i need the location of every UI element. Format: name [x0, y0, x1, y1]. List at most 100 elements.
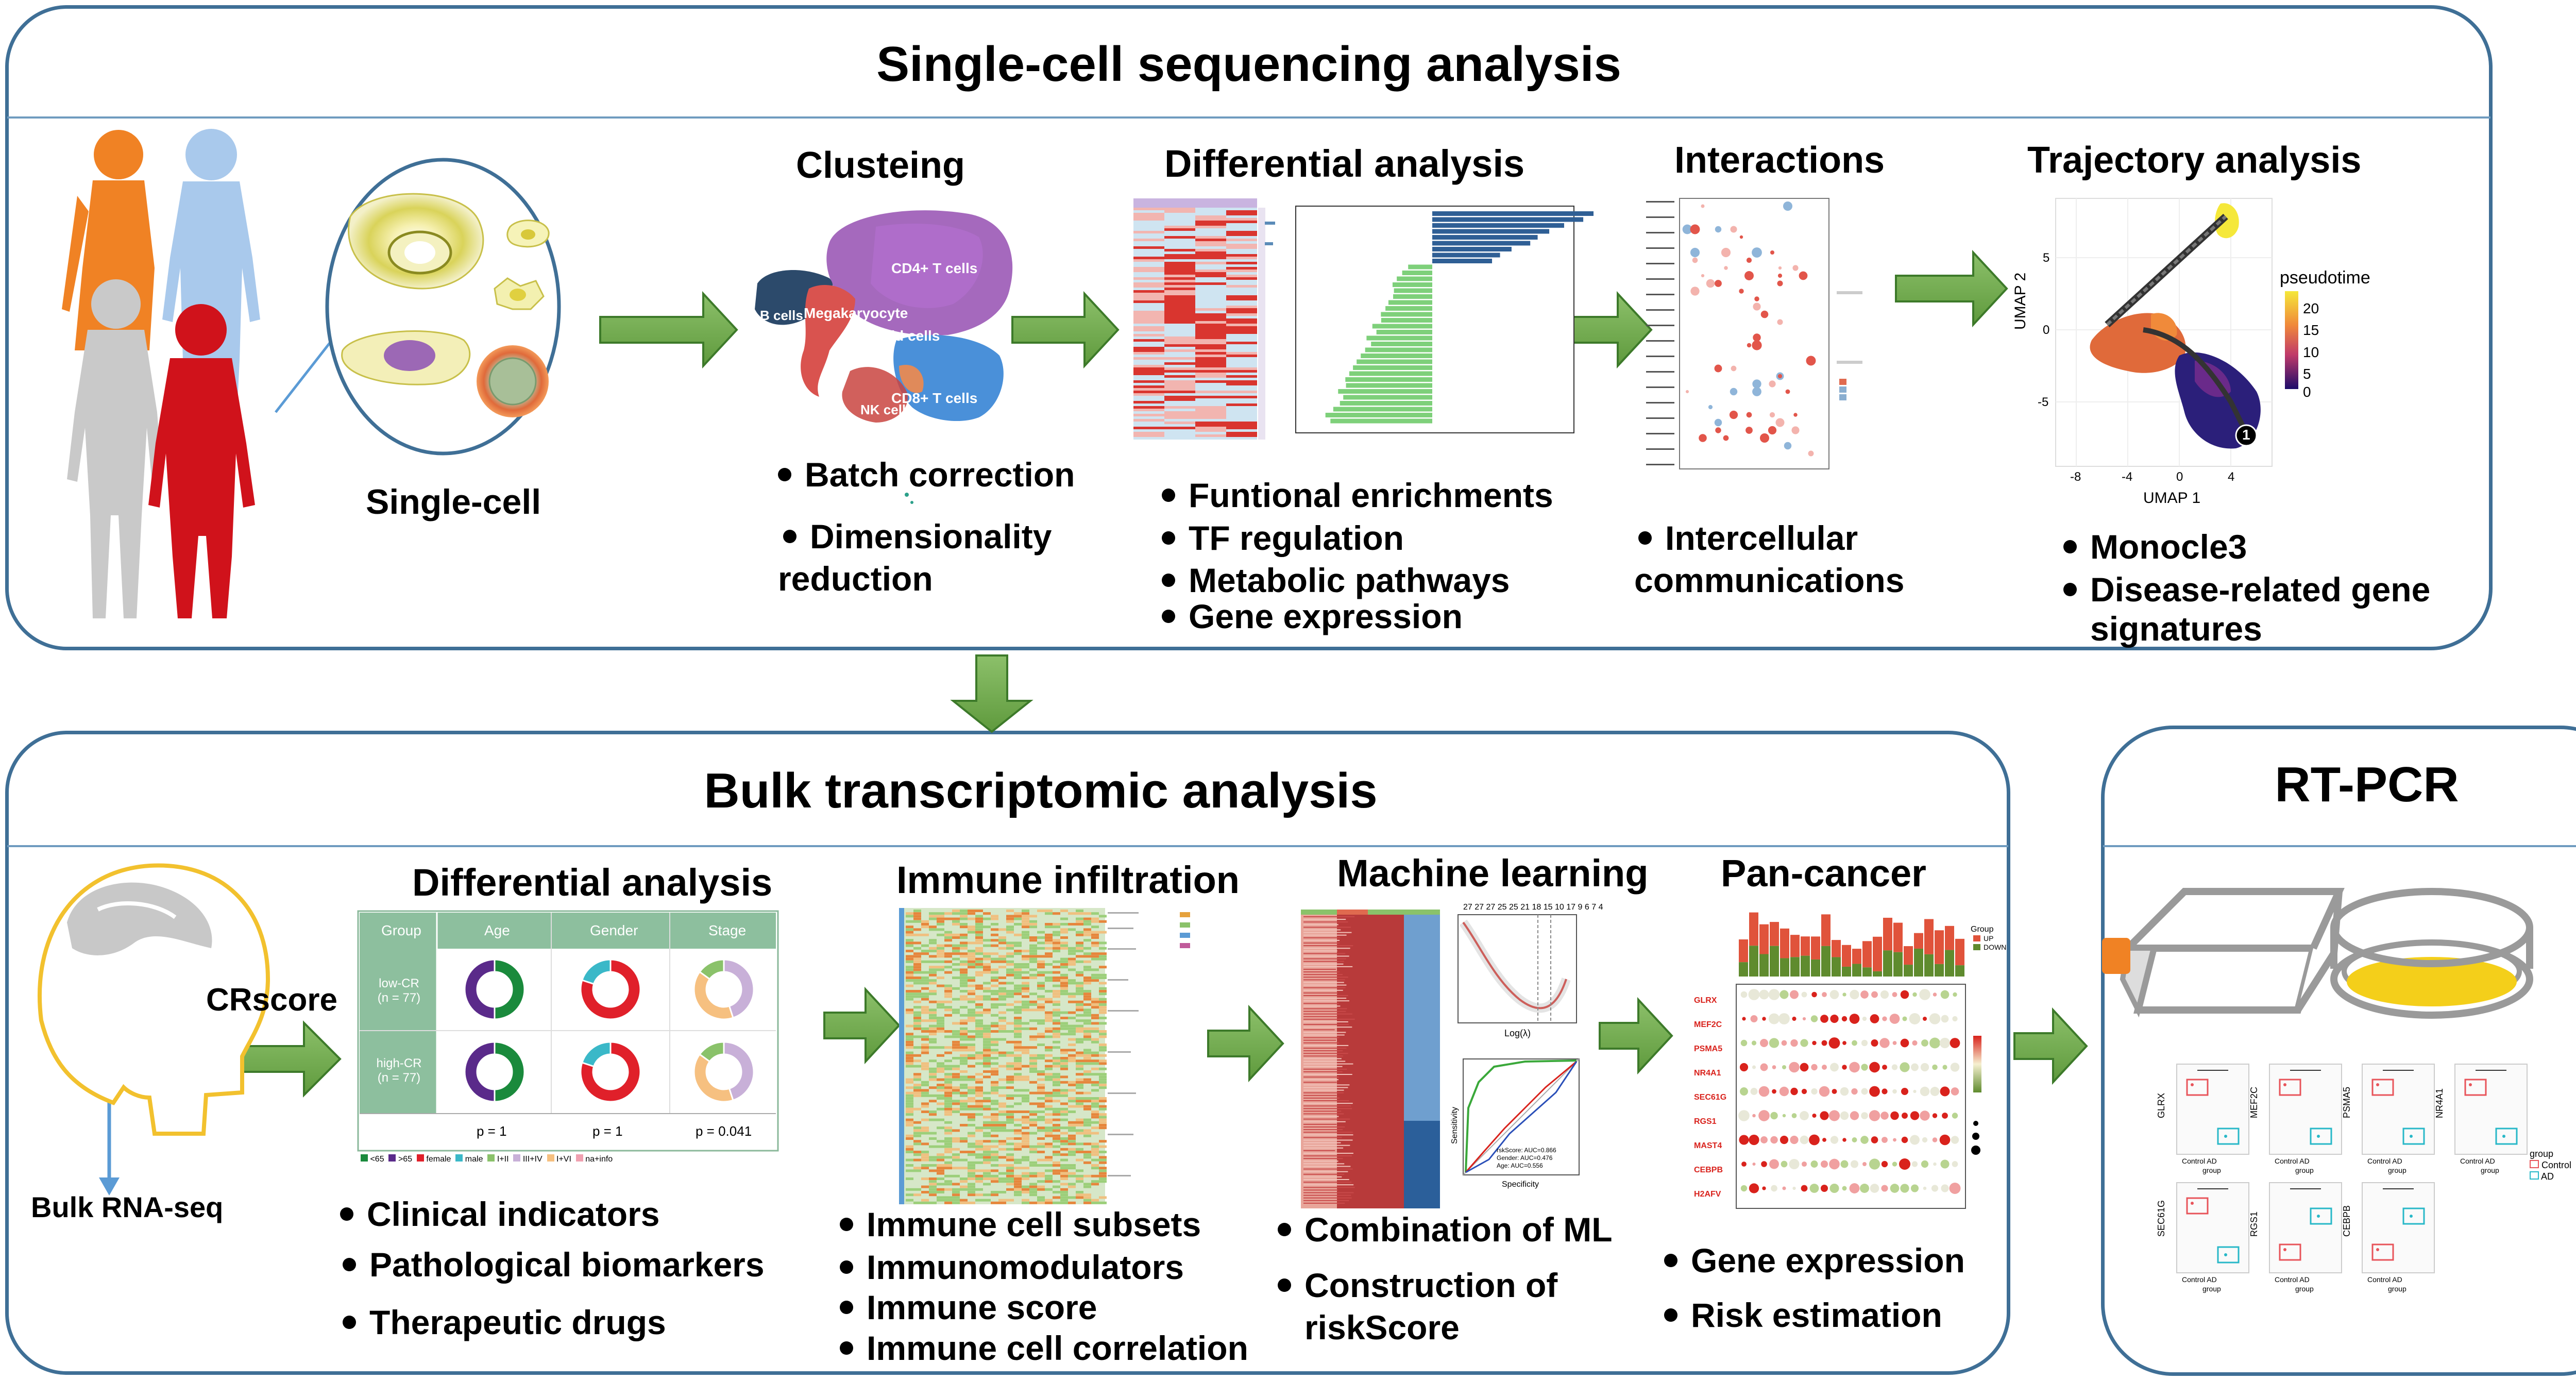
ml-row — [1303, 1179, 1349, 1180]
pancancer-dot — [1871, 991, 1878, 998]
immune-cell — [944, 1073, 952, 1076]
immune-cell — [991, 1062, 998, 1065]
immune-cell — [968, 984, 975, 987]
immune-cell — [1006, 1177, 1014, 1180]
immune-cell — [1053, 984, 1060, 987]
heatmap-cell — [1195, 208, 1226, 210]
immune-cell — [952, 1091, 960, 1095]
immune-cell — [968, 1091, 975, 1095]
rtpcr-x-labels: Control AD — [2182, 1157, 2217, 1165]
heatmap-cell — [1133, 370, 1164, 373]
ml-bullet-1: Combination of ML — [1278, 1208, 1613, 1251]
ml-title: Machine learning — [1337, 852, 1649, 895]
ml-row — [1303, 953, 1346, 954]
heatmap-cell — [1133, 282, 1164, 285]
rtpcr-x-title: group — [2481, 1166, 2499, 1174]
immune-cell — [1053, 1040, 1060, 1044]
immune-cell — [913, 1129, 921, 1132]
interaction-dot — [1793, 413, 1798, 417]
immune-cell — [1076, 990, 1083, 992]
immune-cell — [1060, 1107, 1068, 1110]
immune-cell — [921, 1167, 929, 1170]
immune-cell — [1029, 1046, 1037, 1049]
immune-cell — [991, 1086, 998, 1089]
immune-cell — [913, 1091, 921, 1095]
heatmap-cell — [1226, 357, 1257, 360]
immune-cell — [913, 960, 921, 963]
immune-cell — [1053, 1110, 1060, 1113]
immune-cell — [1083, 960, 1091, 963]
immune-cell — [968, 1191, 975, 1193]
immune-cell — [944, 1075, 952, 1079]
pancancer-dot — [1749, 1134, 1759, 1146]
pancancer-dot — [1890, 1184, 1900, 1193]
immune-cell — [952, 1188, 960, 1191]
interaction-dot — [1701, 274, 1705, 278]
immune-cell — [1083, 912, 1091, 915]
pancancer-dot — [1740, 991, 1748, 998]
immune-cell — [960, 1124, 968, 1126]
immune-cell — [983, 1172, 991, 1175]
immune-cell — [1014, 1054, 1022, 1057]
immune-cell — [929, 1169, 937, 1172]
immune-cell — [1076, 1038, 1083, 1041]
heatmap-cell — [1195, 311, 1226, 313]
immune-cell — [929, 955, 937, 958]
pancancer-legend-down: DOWN — [1984, 943, 2007, 951]
immune-cell — [975, 971, 983, 974]
immune-cell — [1099, 1017, 1107, 1019]
immune-cell — [906, 1102, 913, 1105]
pancancer-dot — [1738, 1110, 1750, 1121]
ml-row — [1303, 1132, 1353, 1133]
immune-cell — [998, 1126, 1006, 1130]
immune-cell — [968, 1193, 975, 1197]
pancancer-dot — [1812, 1113, 1817, 1118]
ml-row — [1303, 1011, 1346, 1012]
immune-cell — [1076, 947, 1083, 950]
immune-cell — [937, 1158, 944, 1162]
heatmap-cell — [1195, 239, 1226, 241]
immune-cell — [1076, 1158, 1083, 1162]
immune-cell — [1014, 1180, 1022, 1183]
heatmap-cell — [1195, 419, 1226, 422]
cluster-cd4 — [826, 210, 1013, 335]
immune-cell — [1029, 923, 1037, 925]
heatmap-cell — [1133, 429, 1164, 432]
immune-cell — [960, 1086, 968, 1089]
immune-cell — [1060, 1051, 1068, 1054]
immune-cell — [968, 1000, 975, 1003]
immune-cell — [1068, 1033, 1076, 1036]
interaction-dot — [1690, 287, 1700, 296]
pancancer-dot — [1879, 1038, 1890, 1048]
immune-cell — [1083, 1161, 1091, 1164]
immune-cell — [921, 1156, 929, 1159]
immune-cell — [937, 952, 944, 955]
immune-cell — [906, 925, 913, 929]
immune-cell — [1076, 1091, 1083, 1095]
immune-cell — [1060, 1094, 1068, 1097]
immune-cell — [929, 1027, 937, 1030]
immune-cell — [1091, 998, 1099, 1001]
immune-cell — [1076, 1024, 1083, 1028]
immune-cell — [1099, 1081, 1107, 1084]
immune-cell — [1053, 1062, 1060, 1065]
immune-cell — [1029, 1121, 1037, 1124]
immune-cell — [906, 1100, 913, 1103]
pancancer-dot — [1929, 1037, 1940, 1049]
immune-cell — [991, 928, 998, 931]
immune-cell — [1083, 1105, 1091, 1108]
immune-cell — [1053, 1011, 1060, 1014]
heatmap-cell — [1226, 254, 1257, 257]
immune-cell — [1045, 1158, 1053, 1162]
immune-cell — [998, 1124, 1006, 1126]
immune-cell — [1045, 1177, 1053, 1180]
immune-cell — [975, 960, 983, 963]
immune-cell — [975, 1100, 983, 1103]
immune-cell — [952, 1046, 960, 1049]
interaction-dot — [1692, 257, 1698, 263]
immune-cell — [1083, 1059, 1091, 1063]
immune-cell — [1076, 1078, 1083, 1081]
immune-cell — [1060, 984, 1068, 987]
pancancer-bar-down — [1801, 955, 1810, 977]
